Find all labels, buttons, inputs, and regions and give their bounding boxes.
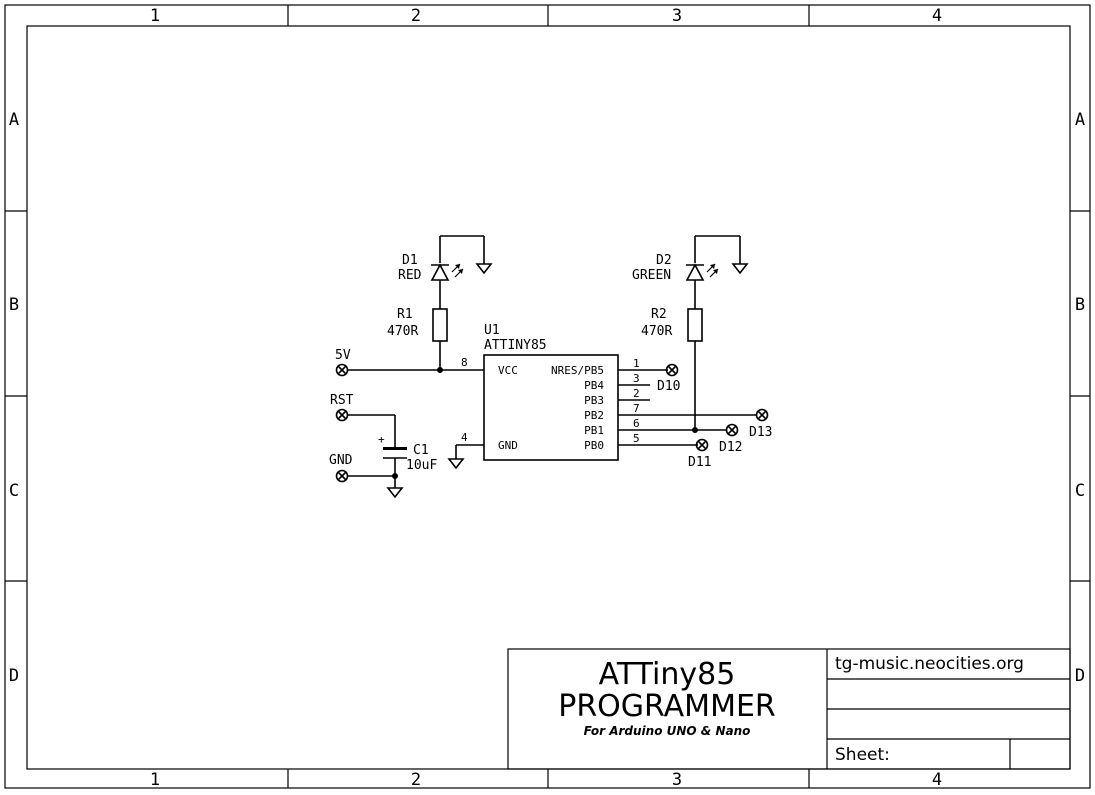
title-subtitle: For Arduino UNO & Nano	[584, 724, 751, 738]
grid-row-right-c: C	[1075, 481, 1085, 501]
grid-col-bottom-2: 2	[411, 770, 421, 790]
grid-col-top-1: 1	[150, 6, 160, 26]
junctions	[392, 367, 698, 479]
u1-pin-name-pb4: PB4	[584, 379, 604, 392]
connector-label-d13: D13	[749, 425, 772, 440]
grid-row-right-d: D	[1075, 666, 1085, 686]
grid-row-right-a: A	[1075, 110, 1085, 130]
grid-labels: 1 2 3 4 1 2 3 4 A B C D A B C D	[9, 6, 1085, 790]
title-website: tg-music.neocities.org	[835, 654, 1024, 674]
u1-pin-num-3: 3	[633, 372, 640, 385]
u1-pin-name-pb1: PB1	[584, 424, 604, 437]
connector-label-gnd: GND	[329, 453, 353, 468]
c1-capacitor: + C1 10uF	[378, 433, 437, 473]
c1-polarity: +	[378, 433, 385, 446]
connector-label-rst: RST	[330, 393, 354, 408]
u1-pin-name-pb5: NRES/PB5	[551, 364, 604, 377]
pad-d11-icon	[695, 438, 709, 452]
u1-pin-num-1: 1	[633, 357, 640, 370]
connector-label-5v: 5V	[335, 348, 351, 363]
u1-pin-num-4: 4	[461, 431, 468, 444]
pad-d12-icon	[725, 423, 739, 437]
u1-value: ATTINY85	[484, 338, 547, 353]
grid-row-left-c: C	[9, 481, 19, 501]
d1-ref: D1	[402, 253, 418, 268]
grid-row-right-b: B	[1075, 295, 1085, 315]
r1-value: 470R	[387, 324, 418, 339]
u1-pin-num-5: 5	[633, 432, 640, 445]
d2-ref: D2	[656, 253, 672, 268]
d1-led: D1 RED	[398, 253, 464, 283]
pad-d13-icon	[755, 408, 769, 422]
connector-label-d12: D12	[719, 440, 742, 455]
connector-label-d10: D10	[657, 379, 680, 394]
u1-pin-num-6: 6	[633, 417, 640, 430]
r1-resistor: R1 470R	[387, 307, 448, 342]
ground-symbols	[386, 263, 749, 499]
junction-dot	[692, 427, 698, 433]
grid-col-top-4: 4	[932, 6, 942, 26]
u1-pin-num-2: 2	[633, 387, 640, 400]
pad-gnd-icon	[335, 469, 349, 483]
d1-value: RED	[398, 268, 422, 283]
wires	[347, 235, 757, 488]
title-sheet-label: Sheet:	[835, 745, 890, 765]
connector-pads: 5V RST GND D10 D13 D12 D11	[329, 348, 772, 483]
title-block: ATTiny85 PROGRAMMER For Arduino UNO & Na…	[507, 648, 1071, 770]
pad-rst-icon	[335, 408, 349, 422]
u1-pin-num-7: 7	[633, 402, 640, 415]
r2-ref: R2	[651, 307, 667, 322]
grid-col-top-2: 2	[411, 6, 421, 26]
d2-led: D2 GREEN	[632, 253, 719, 283]
ground-icon	[731, 263, 749, 275]
grid-row-left-b: B	[9, 295, 19, 315]
ground-icon	[447, 458, 465, 470]
u1-pin-num-8: 8	[461, 356, 468, 369]
pad-5v-icon	[335, 363, 349, 377]
u1-pin-name-vcc: VCC	[498, 364, 518, 377]
r1-ref: R1	[397, 307, 413, 322]
u1-body	[483, 354, 619, 461]
d2-value: GREEN	[632, 268, 671, 283]
c1-ref: C1	[413, 443, 429, 458]
grid-col-top-3: 3	[672, 6, 682, 26]
r2-value: 470R	[641, 324, 672, 339]
title-line-1: ATTiny85	[599, 657, 736, 692]
u1-ref: U1	[484, 323, 500, 338]
pad-d10-icon	[665, 363, 679, 377]
connector-label-d11: D11	[688, 455, 711, 470]
grid-row-left-d: D	[9, 666, 19, 686]
u1-pin-name-pb3: PB3	[584, 394, 604, 407]
ground-icon	[475, 263, 493, 275]
title-line-2: PROGRAMMER	[558, 689, 776, 724]
u1-pin-name-pb2: PB2	[584, 409, 604, 422]
junction-dot	[392, 473, 398, 479]
grid-row-left-a: A	[9, 110, 19, 130]
junction-dot	[437, 367, 443, 373]
r2-resistor: R2 470R	[641, 307, 703, 342]
u1-pin-name-gnd: GND	[498, 439, 518, 452]
u1-pin-name-pb0: PB0	[584, 439, 604, 452]
grid-col-bottom-3: 3	[672, 770, 682, 790]
ground-icon	[386, 487, 404, 499]
u1-attiny85: U1 ATTINY85 VCC GND 8 4 NRES/PB5 PB4 PB3…	[461, 323, 640, 461]
c1-value: 10uF	[406, 458, 437, 473]
grid-col-bottom-4: 4	[932, 770, 942, 790]
grid-col-bottom-1: 1	[150, 770, 160, 790]
